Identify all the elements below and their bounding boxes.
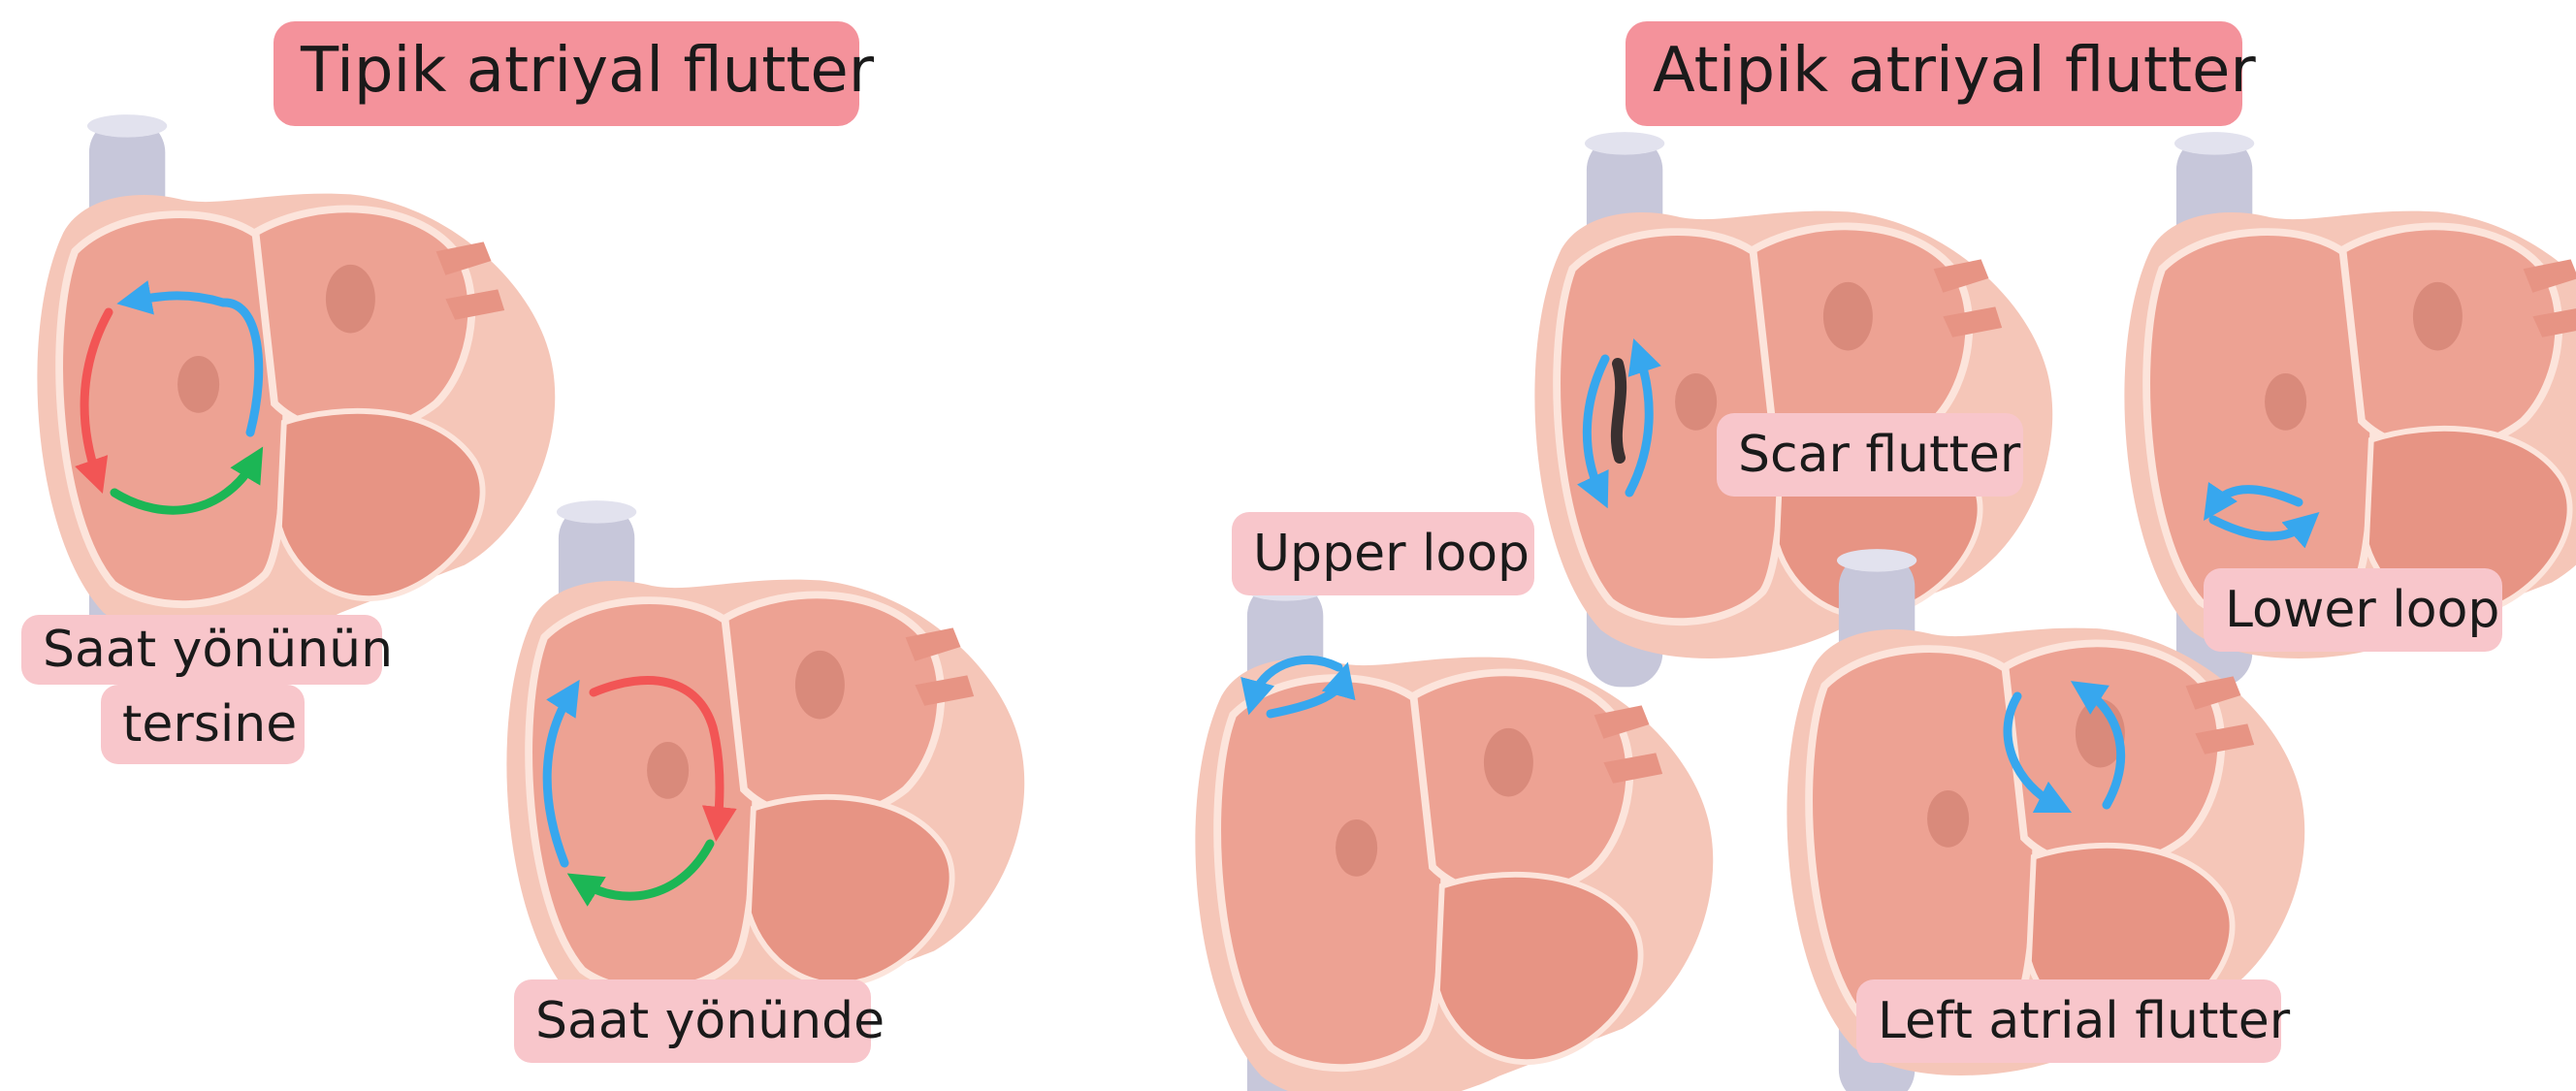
heart-typical-clockwise — [506, 500, 1024, 1055]
arrow-blue-down — [2003, 691, 2073, 814]
arrow-green — [566, 839, 715, 907]
label-lower-loop: Lower loop — [2204, 568, 2502, 652]
heart-upper-loop — [1195, 578, 1713, 1091]
arrow-blue-lower — [2208, 512, 2320, 549]
label-counterclockwise-line1: Saat yönünün — [43, 621, 394, 679]
arrow-red — [589, 676, 737, 842]
heart-scar-flutter — [1534, 132, 2052, 687]
label-counterclockwise: Saat yönünün — [21, 615, 394, 685]
title-atypical-flutter: Atipik atriyal flutter — [1626, 21, 2256, 126]
heart-lower-loop — [2124, 132, 2576, 687]
arrow-blue-up — [1625, 337, 1661, 497]
label-counterclockwise-line2-box: tersine — [101, 685, 305, 764]
heart-typical-counterclockwise — [37, 114, 555, 669]
arrow-blue — [542, 679, 580, 868]
arrow-blue-upper — [2204, 482, 2303, 521]
arrow-blue — [116, 280, 264, 437]
arrow-blue-down — [1577, 354, 1610, 509]
label-left-atrial-flutter: Left atrial flutter — [1856, 979, 2290, 1063]
scar-mark — [1610, 358, 1627, 464]
title-typical-flutter: Tipik atriyal flutter — [274, 21, 874, 126]
label-clockwise: Saat yönünde — [514, 979, 885, 1063]
arrow-blue-up — [2070, 681, 2126, 810]
arrow-green — [110, 446, 264, 515]
label-upper-loop: Upper loop — [1232, 512, 1534, 595]
heart-left-atrial — [1787, 549, 2304, 1091]
arrow-blue-lower — [1266, 661, 1356, 719]
arrow-red — [75, 307, 113, 495]
label-scar-flutter: Scar flutter — [1717, 413, 2023, 497]
